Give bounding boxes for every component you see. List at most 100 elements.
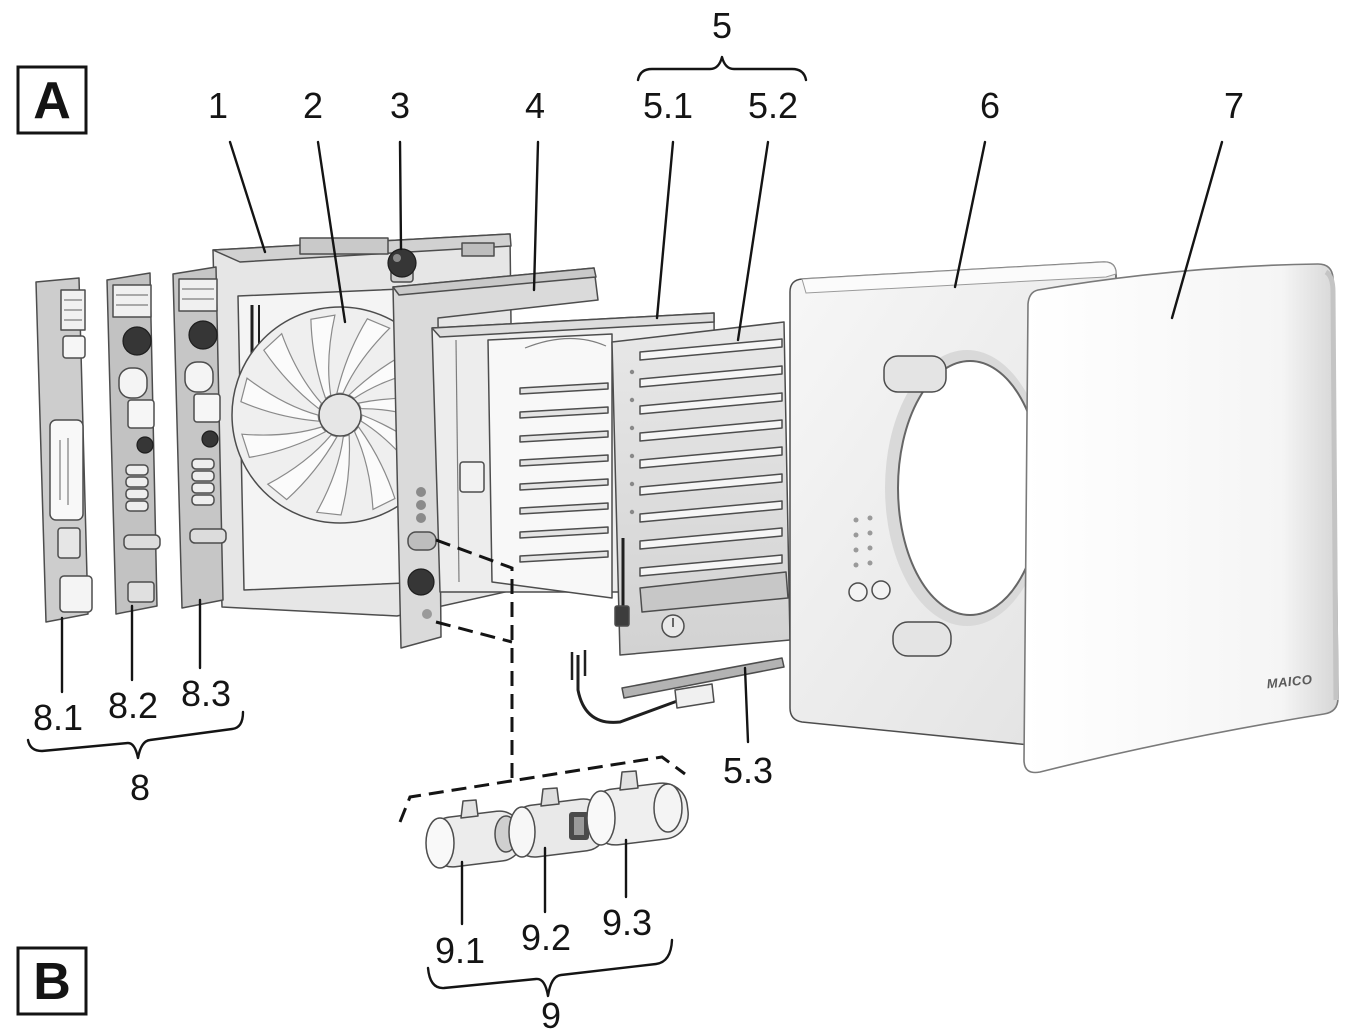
capacitor-marking bbox=[59, 438, 69, 505]
brace-8 bbox=[26, 710, 245, 760]
shutter-pivot bbox=[629, 369, 635, 375]
impeller-blade bbox=[315, 434, 351, 516]
callout-8-1: 8.1 bbox=[33, 697, 83, 738]
coil bbox=[184, 361, 214, 393]
capacitor bbox=[49, 419, 84, 521]
front-frame-top-face bbox=[801, 261, 1117, 294]
indicator-dot bbox=[853, 517, 859, 523]
indicator-dot bbox=[867, 530, 873, 536]
shutter-pivot bbox=[629, 397, 635, 403]
indicator-dot bbox=[867, 560, 873, 566]
grille-arc bbox=[524, 337, 607, 349]
shutter-louver bbox=[639, 392, 783, 415]
panel-marker-a-box bbox=[16, 65, 88, 135]
shutter-bottom-band bbox=[639, 571, 789, 613]
plug-nub bbox=[619, 770, 639, 791]
callout-5: 5 bbox=[712, 5, 732, 46]
housing-clip bbox=[461, 242, 495, 257]
plug-9-1 bbox=[425, 799, 523, 869]
strip-cable-terminals bbox=[570, 650, 587, 680]
shutter-pivot bbox=[629, 509, 635, 515]
plug-end-face bbox=[586, 790, 616, 846]
shutter-pivot bbox=[629, 453, 635, 459]
grille-slat bbox=[519, 550, 609, 563]
relay bbox=[127, 399, 155, 429]
plug-rear-face bbox=[653, 783, 683, 833]
shutter-plug bbox=[614, 605, 630, 627]
impeller-blade bbox=[240, 377, 320, 422]
knob-3 bbox=[387, 248, 417, 283]
callout-7: 7 bbox=[1224, 85, 1244, 126]
dashed-bracket bbox=[398, 755, 686, 823]
board-connector bbox=[59, 575, 93, 613]
brace-9 bbox=[426, 938, 674, 998]
callout-2: 2 bbox=[303, 85, 323, 126]
fuse bbox=[57, 527, 81, 559]
shutter-louver bbox=[639, 554, 783, 577]
shutter-5-2 bbox=[611, 321, 791, 656]
knob-cap bbox=[387, 248, 417, 278]
indicator-dot bbox=[867, 545, 873, 551]
shutter-louver bbox=[639, 338, 783, 361]
board-substrate bbox=[172, 266, 224, 609]
shutter-pivot bbox=[629, 481, 635, 487]
grille-slat bbox=[519, 382, 609, 395]
callout-9-2: 9.2 bbox=[521, 917, 571, 958]
leader-2 bbox=[316, 140, 347, 324]
plug-square-socket-inner bbox=[574, 817, 584, 835]
leader-5-3 bbox=[743, 666, 750, 744]
trimmer bbox=[136, 436, 154, 454]
shutter-louver bbox=[639, 446, 783, 469]
dashed-connectors bbox=[398, 538, 686, 823]
impeller-blade bbox=[263, 332, 323, 410]
lower-latch bbox=[892, 621, 952, 657]
leader-5-1 bbox=[655, 140, 675, 320]
callout-8-2: 8.2 bbox=[108, 685, 158, 726]
callout-5-1: 5.1 bbox=[643, 85, 693, 126]
relay bbox=[62, 335, 86, 359]
callout-3: 3 bbox=[390, 85, 410, 126]
led bbox=[416, 513, 426, 523]
resistor bbox=[191, 494, 215, 506]
frame-button bbox=[871, 580, 891, 600]
plug-nub bbox=[540, 787, 560, 807]
panel-marker-b-text: B bbox=[33, 953, 71, 1011]
plug-nub bbox=[460, 799, 479, 819]
shutter-louver bbox=[639, 527, 783, 550]
callout-9-3: 9.3 bbox=[602, 902, 652, 943]
impeller-blade bbox=[266, 434, 338, 501]
dashed-line-lower bbox=[435, 620, 513, 644]
callout-9-1: 9.1 bbox=[435, 930, 485, 971]
plug-end-face bbox=[425, 817, 455, 869]
leader-3 bbox=[398, 140, 403, 251]
leader-5-2 bbox=[736, 140, 770, 342]
screw-hole bbox=[422, 609, 432, 619]
grille-slat bbox=[519, 478, 609, 491]
air-opening bbox=[897, 360, 1043, 616]
trimmer bbox=[201, 430, 219, 448]
callout-8-3: 8.3 bbox=[181, 673, 231, 714]
plug-9-2 bbox=[508, 787, 608, 858]
impeller-blade bbox=[310, 314, 336, 400]
brace-5 bbox=[636, 55, 808, 82]
callout-1: 1 bbox=[208, 85, 228, 126]
brand-logo: MAICO bbox=[1266, 672, 1313, 692]
leader-6 bbox=[953, 140, 987, 289]
resistor bbox=[125, 464, 149, 476]
capacitor bbox=[188, 320, 218, 350]
plug-end-face bbox=[508, 806, 536, 858]
inner-frame-top bbox=[431, 312, 715, 338]
callout-6: 6 bbox=[980, 85, 1000, 126]
frame-button bbox=[848, 582, 868, 602]
terminal-slots bbox=[182, 288, 214, 300]
knob-highlight bbox=[393, 254, 401, 262]
led bbox=[416, 500, 426, 510]
shutter-louver bbox=[639, 419, 783, 442]
potentiometer bbox=[407, 568, 435, 596]
impeller-blade bbox=[353, 425, 396, 511]
panel-marker-b-box bbox=[16, 946, 88, 1016]
leader-lines bbox=[60, 140, 1224, 926]
callout-labels: 1 2 3 4 5 5.1 5.2 5.3 6 7 8.1 8.2 8.3 8 … bbox=[33, 5, 1244, 1035]
indicator-dot bbox=[853, 562, 859, 568]
